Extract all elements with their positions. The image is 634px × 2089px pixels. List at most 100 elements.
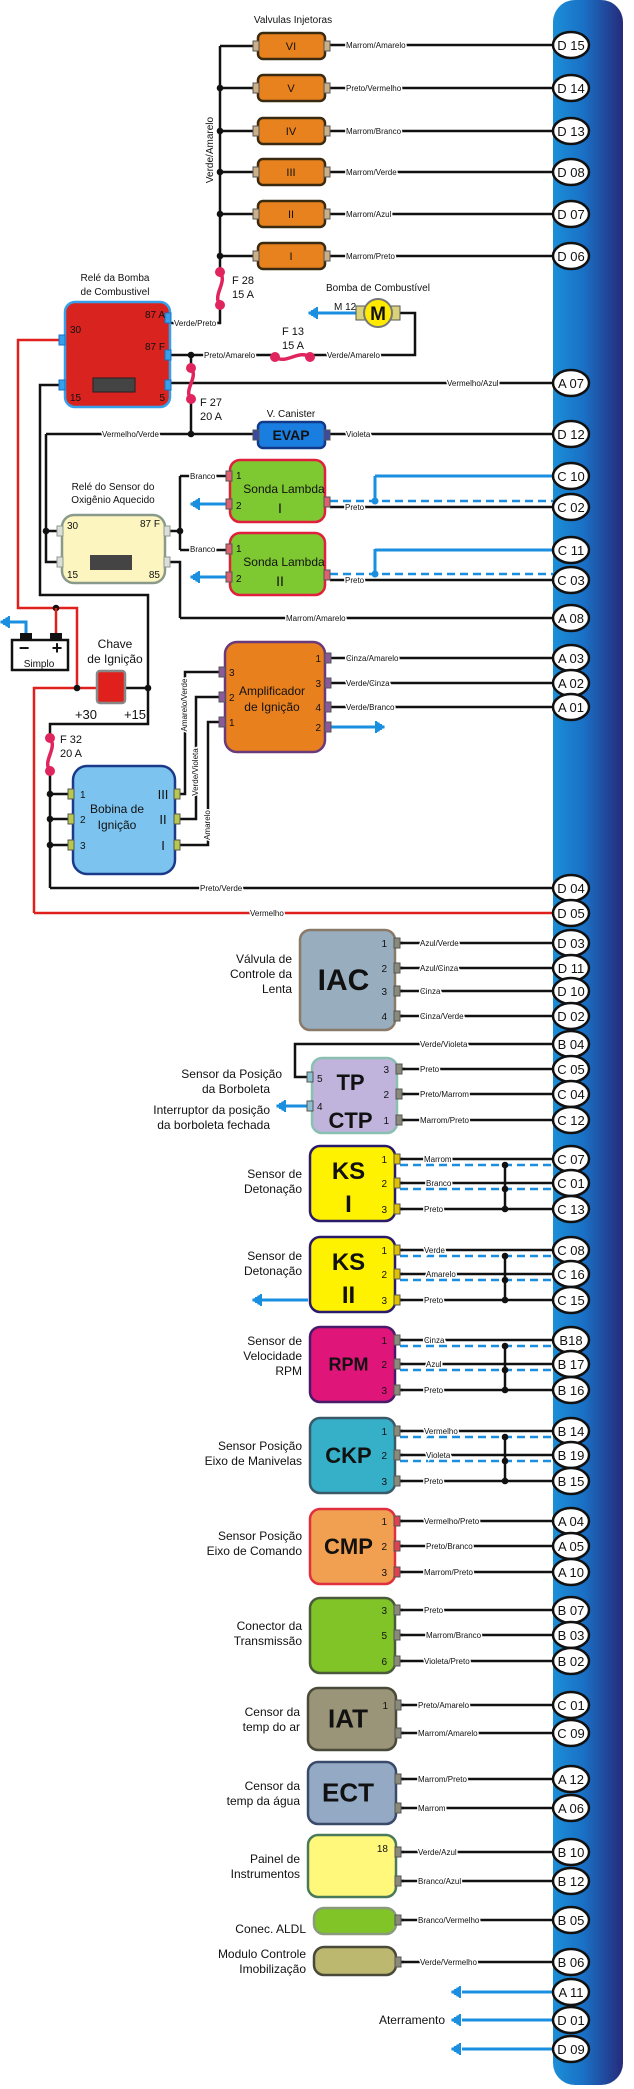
amplifier-title: de Ignição [244,700,300,714]
wire [38,383,150,737]
wire [178,720,219,847]
connector-pin [252,208,260,220]
connector-pin [395,1114,403,1126]
ecu-terminal [551,241,591,271]
fuse-name: F 28 [232,275,254,287]
pin-number: 4 [315,703,321,714]
relay-pin: 30 [70,325,82,336]
injectors-title: Valvulas Injetoras [254,15,332,26]
connector-pin [323,496,331,508]
evap-label: EVAP [272,427,309,443]
wire [170,305,222,325]
ecu-terminal [551,2034,591,2064]
junction-dot [42,527,50,535]
battery-label: Simplo [24,659,55,670]
relay-coil [90,555,132,570]
connector-pin [393,1515,401,1527]
ground-icon [276,1100,286,1112]
sensor-module [312,1945,398,1977]
wire-color-label: Marrom/Amarelo [286,614,346,623]
connector-pin [58,379,66,391]
sensor-code: RPM [329,1355,369,1375]
ecu-terminal [551,1947,591,1977]
ground-arrow [0,616,9,628]
junction-dot [501,1252,509,1260]
junction-dot [216,84,224,92]
sensor-description: Sensor de [247,1167,302,1181]
sensor-code: IAT [328,1704,368,1734]
junction-dot [501,1433,509,1441]
ecu-terminal [551,30,591,60]
wire-color-label: Marrom/Verde [346,168,397,177]
connector-pin [393,1566,401,1578]
ecu-terminal [551,73,591,103]
switch-title: de Ignição [87,652,143,666]
wire-color-label: Branco/Azul [418,1877,461,1886]
sensor-description: Sensor de [247,1334,302,1348]
ground-arrow [276,1100,285,1112]
relay-title: Oxigênio Aquecido [71,495,155,506]
sensor-description: Imobilização [239,1962,306,1976]
sensor-description: Sensor de [247,1249,302,1263]
connector-pin [164,349,172,361]
ecu-terminal-label: A 04 [558,1514,584,1529]
ecu-terminal-label: C 15 [557,1293,584,1308]
pin-number: 1 [315,654,321,665]
wire-color-label: Preto/Vermelho [346,84,402,93]
pin-number: 3 [383,1065,389,1076]
ecu-terminal-label: B 17 [558,1357,585,1372]
ecu-terminal-label: A 01 [558,700,584,715]
wire-color-label: Vermelho [250,909,284,918]
sensor-module [306,1833,398,1899]
sensor-description: Válvula de [236,952,292,966]
sensor-description: Lenta [262,982,292,996]
ground-icon [252,1294,262,1306]
relay-coil [92,377,136,393]
wire-color-label: Vermelho/Azul [447,379,499,388]
oxygen-sensor-1 [228,458,327,524]
ecu-terminal-label: A 03 [558,651,584,666]
bus-wire-label: Verde/Amarelo [205,116,216,183]
connector-pin [218,666,226,678]
ecu-terminal-label: D 11 [558,961,585,976]
ecu-terminal [551,692,591,722]
pin-number: 4 [381,1012,387,1023]
ecu-terminal-label: A 12 [558,1772,584,1787]
fuse-link [187,366,195,401]
junction-dot [46,841,54,849]
o2-sensor-relay [60,513,167,585]
ecu-terminal-label: D 15 [557,38,584,53]
junction-dot [501,1477,509,1485]
wire-color-label: Cinza [420,987,441,996]
relay-pin: 85 [149,570,161,581]
sensor-name: Sonda Lambda [243,482,325,496]
sensor-description: Eixo de Manivelas [205,1454,302,1468]
ecu-terminal-label: B 03 [558,1628,585,1643]
relay-pin: 87 F [140,519,160,530]
ground-arrow [451,2043,460,2055]
ecu-terminal [551,419,591,449]
ground-arrow [451,2014,460,2026]
connector-pin [323,250,331,262]
sensor-code: ECT [322,1778,374,1808]
connector-pin [393,1294,401,1306]
connector-pin [252,429,260,441]
sensor-code: I [345,1191,352,1218]
wire-color-label: Preto/Verde [200,884,243,893]
ground-arrow [190,498,199,510]
fuse-icon [270,352,315,362]
connector-pin [252,40,260,52]
connector-pin [67,788,75,800]
ecu-terminal-label: D 13 [557,124,584,139]
relay-pin: 15 [67,570,79,581]
terminal-30: +30 [75,707,97,722]
junction-dot [501,1457,509,1465]
junction-dot [501,1296,509,1304]
connector-pin [393,1358,401,1370]
ecu-terminal-label: D 01 [557,2013,584,2028]
junction-dot [501,1185,509,1193]
ecu-terminal-label: A 05 [558,1539,584,1554]
relay-pin: 15 [70,393,82,404]
connector-pin [173,813,181,825]
